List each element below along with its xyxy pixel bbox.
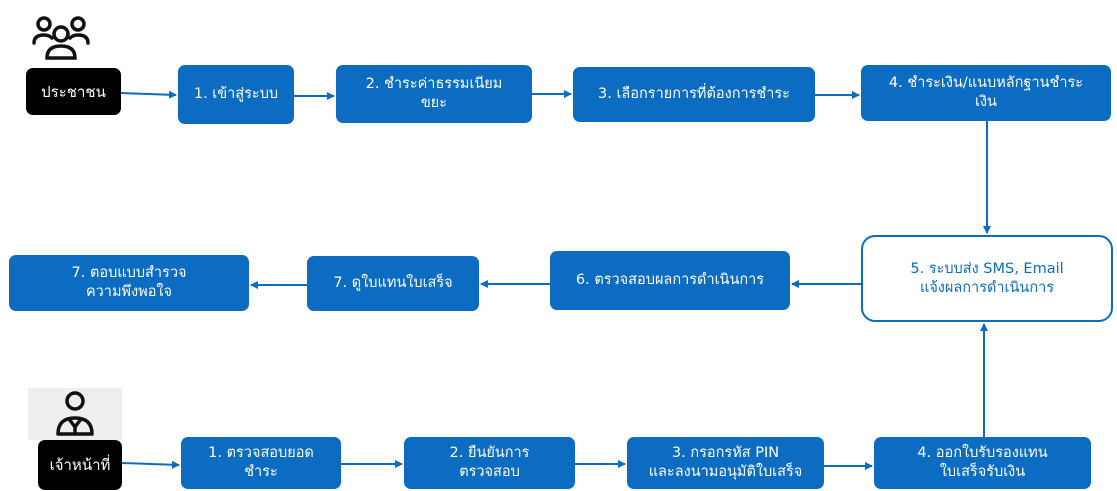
officer-person-icon bbox=[56, 391, 94, 436]
citizen-step-pay-fee: 2. ชำระค่าธรรมเนียม ขยะ bbox=[336, 65, 532, 123]
officer-step-pin-approve: 3. กรอกรหัส PIN และลงนามอนุมัติใบเสร็จ bbox=[627, 437, 824, 489]
return-step-check-result: 6. ตรวจสอบผลการดำเนินการ bbox=[550, 251, 790, 310]
citizen-step-select-items: 3. เลือกรายการที่ต้องการชำระ bbox=[573, 67, 815, 122]
actor-citizen: ประชาชน bbox=[26, 68, 121, 115]
officer-icon-area bbox=[28, 388, 122, 440]
system-notify-step: 5. ระบบส่ง SMS, Email แจ้งผลการดำเนินการ bbox=[861, 235, 1113, 322]
return-step-view-receipt: 7. ดูใบแทนใบเสร็จ bbox=[307, 256, 479, 311]
officer-step-issue-cert: 4. ออกใบรับรองแทน ใบเสร็จรับเงิน bbox=[874, 437, 1091, 489]
people-group-icon bbox=[32, 16, 90, 60]
officer-step-confirm: 2. ยืนยันการ ตรวจสอบ bbox=[404, 437, 575, 489]
officer-step-check-amount: 1. ตรวจสอบยอด ชำระ bbox=[181, 437, 341, 489]
arrow-citizen-to-login bbox=[120, 90, 177, 99]
citizen-step-pay-attach: 4. ชำระเงิน/แนบหลักฐานชำระ เงิน bbox=[861, 65, 1111, 121]
citizen-icon-area bbox=[22, 10, 100, 65]
actor-officer: เจ้าหน้าที่ bbox=[38, 440, 122, 490]
return-step-survey: 7. ตอบแบบสำรวจ ความพึงพอใจ bbox=[9, 255, 249, 311]
citizen-step-login: 1. เข้าสู่ระบบ bbox=[178, 65, 294, 124]
arrow-officer-to-check bbox=[121, 460, 180, 469]
